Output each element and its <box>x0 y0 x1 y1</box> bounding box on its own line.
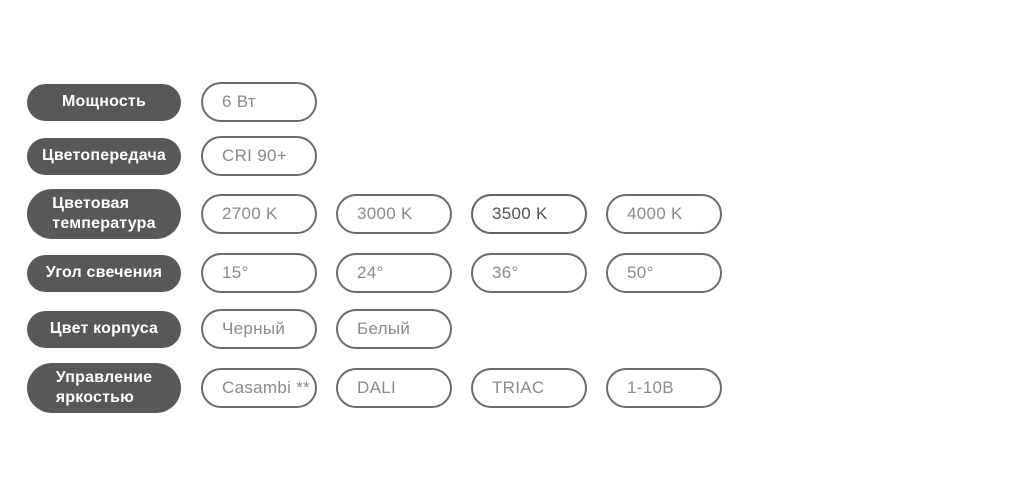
option-6w[interactable]: 6 Вт <box>201 82 317 122</box>
option-dali[interactable]: DALI <box>336 368 452 408</box>
dimming-options: Casambi ** DALI TRIAC 1-10В <box>201 368 722 408</box>
option-3000k-label: 3000 K <box>357 204 413 223</box>
spec-row-body-color: Цвет корпуса Черный Белый <box>27 309 722 349</box>
option-3500k-label: 3500 K <box>492 204 548 223</box>
option-cri90[interactable]: CRI 90+ <box>201 136 317 176</box>
option-36deg[interactable]: 36° <box>471 253 587 293</box>
body-color-options: Черный Белый <box>201 309 452 349</box>
option-casambi[interactable]: Casambi ** <box>201 368 317 408</box>
option-4000k-label: 4000 K <box>627 204 683 223</box>
option-black[interactable]: Черный <box>201 309 317 349</box>
option-24deg-label: 24° <box>357 263 384 282</box>
option-2700k[interactable]: 2700 K <box>201 194 317 234</box>
spec-label-beam-angle-text: Угол свечения <box>45 264 163 281</box>
spec-label-power: Мощность <box>27 83 181 121</box>
spec-row-cri: Цветопередача CRI 90+ <box>27 136 722 176</box>
option-white[interactable]: Белый <box>336 309 452 349</box>
spec-row-beam-angle: Угол свечения 15° 24° 36° 50° <box>27 253 722 293</box>
spec-label-cri-text: Цветопередача <box>41 147 167 164</box>
spec-label-beam-angle: Угол свечения <box>27 254 181 292</box>
option-36deg-label: 36° <box>492 263 519 282</box>
spec-label-dimming: Управление яркостью <box>27 363 181 413</box>
spec-row-color-temperature: Цветовая температура 2700 K 3000 K 3500 … <box>27 189 722 239</box>
option-50deg-label: 50° <box>627 263 654 282</box>
spec-row-power: Мощность 6 Вт <box>27 82 722 122</box>
option-15deg-label: 15° <box>222 263 249 282</box>
spec-table: Мощность 6 Вт Цветопередача CRI 90+ Цвет… <box>27 82 722 413</box>
spec-label-power-text: Мощность <box>62 93 146 110</box>
option-15deg[interactable]: 15° <box>201 253 317 293</box>
option-50deg[interactable]: 50° <box>606 253 722 293</box>
option-1-10v[interactable]: 1-10В <box>606 368 722 408</box>
option-4000k[interactable]: 4000 K <box>606 194 722 234</box>
option-2700k-label: 2700 K <box>222 204 278 223</box>
option-24deg[interactable]: 24° <box>336 253 452 293</box>
option-black-label: Черный <box>222 319 286 338</box>
power-options: 6 Вт <box>201 82 317 122</box>
cri-options: CRI 90+ <box>201 136 317 176</box>
spec-label-dimming-text: Управление яркостью <box>55 369 153 406</box>
beam-angle-options: 15° 24° 36° 50° <box>201 253 722 293</box>
spec-label-cri: Цветопередача <box>27 137 181 175</box>
option-casambi-label: Casambi ** <box>222 378 311 397</box>
option-triac-label: TRIAC <box>492 378 545 397</box>
color-temperature-options: 2700 K 3000 K 3500 K 4000 K <box>201 194 722 234</box>
spec-label-color-temperature: Цветовая температура <box>27 189 181 239</box>
spec-row-dimming: Управление яркостью Casambi ** DALI TRIA… <box>27 363 722 413</box>
option-3000k[interactable]: 3000 K <box>336 194 452 234</box>
option-cri90-label: CRI 90+ <box>222 146 287 165</box>
option-triac[interactable]: TRIAC <box>471 368 587 408</box>
option-3500k[interactable]: 3500 K <box>471 194 587 234</box>
option-white-label: Белый <box>357 319 411 338</box>
spec-label-color-temperature-text: Цветовая температура <box>52 195 156 232</box>
spec-label-body-color: Цвет корпуса <box>27 310 181 348</box>
option-1-10v-label: 1-10В <box>627 378 674 397</box>
spec-label-body-color-text: Цвет корпуса <box>49 320 159 337</box>
option-dali-label: DALI <box>357 378 396 397</box>
option-6w-label: 6 Вт <box>222 92 256 111</box>
